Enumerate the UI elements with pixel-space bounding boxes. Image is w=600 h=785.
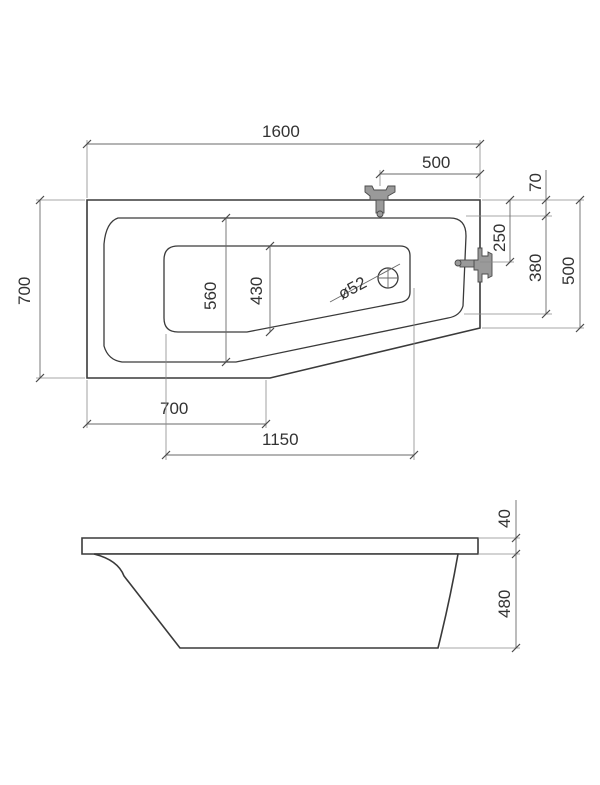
- tick-500-right: [475, 169, 485, 179]
- tick-1600-left: [82, 139, 92, 149]
- dim-label-500-right: 500: [559, 257, 578, 285]
- tub-inner-outline: [103, 217, 467, 363]
- tick-70-top: [541, 195, 551, 205]
- dim-label-250: 250: [490, 224, 509, 252]
- tick-560-top: [221, 213, 231, 223]
- tub-basin-outline: [163, 245, 411, 333]
- dim-label-380: 380: [526, 254, 545, 282]
- tick-560-bottom: [221, 357, 231, 367]
- tick-500r-bottom: [575, 323, 585, 333]
- side-view: 40 480: [81, 500, 521, 653]
- dim-label-560: 560: [201, 282, 220, 310]
- tick-1150-right: [409, 450, 419, 460]
- tub-body-profile: [93, 553, 459, 649]
- dim-label-700-left: 700: [15, 277, 34, 305]
- tick-250-top: [505, 195, 515, 205]
- dim-label-1150: 1150: [262, 430, 299, 449]
- tick-500-left: [375, 169, 385, 179]
- tick-480-bottom: [511, 643, 521, 653]
- tick-700b-right: [261, 419, 271, 429]
- tap-icon-top: [364, 185, 396, 218]
- tick-430-top: [265, 241, 275, 251]
- tick-1150-left: [161, 450, 171, 460]
- top-view: ø52 1600 500 700: [15, 122, 585, 460]
- tub-rim-profile: [81, 537, 479, 555]
- tick-700b-left: [82, 419, 92, 429]
- tick-250-bottom: [505, 257, 515, 267]
- dim-label-70: 70: [526, 173, 545, 192]
- dim-label-40: 40: [495, 509, 514, 528]
- tub-outer-outline: [86, 199, 481, 379]
- tick-500r-top: [575, 195, 585, 205]
- tick-430-bottom: [265, 327, 275, 337]
- tap-icon-right: [454, 247, 493, 283]
- drain-leader: [329, 263, 401, 303]
- tick-1600-right: [475, 139, 485, 149]
- tick-700-bottom: [35, 373, 45, 383]
- dim-label-480: 480: [495, 590, 514, 618]
- dim-label-700-bottom: 700: [160, 399, 188, 418]
- tick-380-bottom: [541, 309, 551, 319]
- dim-label-1600: 1600: [262, 122, 300, 141]
- drain-diameter-label: ø52: [335, 273, 370, 304]
- dim-label-500-top: 500: [422, 153, 450, 172]
- dim-label-430: 430: [247, 277, 266, 305]
- tick-700-top: [35, 195, 45, 205]
- tick-40-top: [511, 533, 521, 543]
